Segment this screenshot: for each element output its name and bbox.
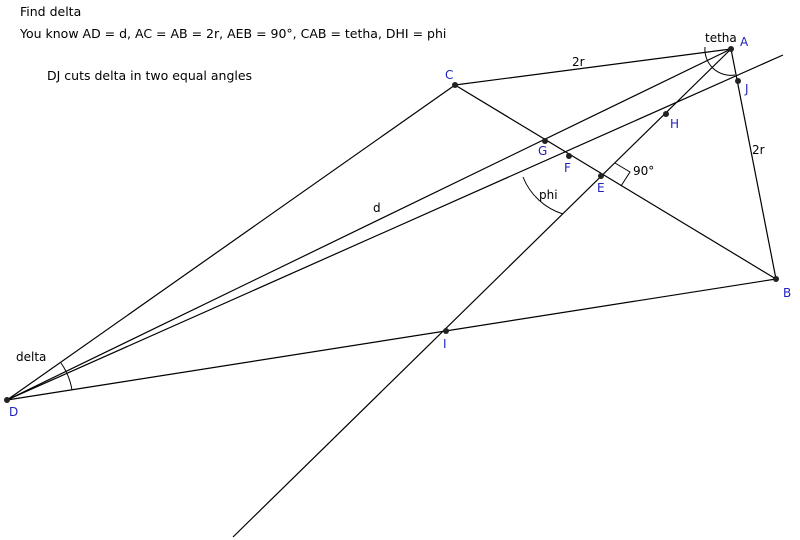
- label-ad-length: d: [373, 201, 381, 215]
- angle-mark-tetha: [704, 46, 736, 76]
- bisector-line-dj: [6, 54, 784, 401]
- point-j: [735, 78, 741, 84]
- point-b: [773, 276, 779, 282]
- point-g: [542, 138, 548, 144]
- point-i: [443, 328, 449, 334]
- point-e: [598, 173, 604, 179]
- label-point-i: I: [443, 337, 447, 351]
- label-point-j: J: [744, 82, 749, 96]
- label-angle-tetha: tetha: [705, 31, 737, 45]
- label-point-c: C: [445, 68, 453, 82]
- given-text: You know AD = d, AC = AB = 2r, AEB = 90°…: [20, 26, 447, 41]
- angle-mark-phi: [522, 176, 564, 215]
- angle-mark-delta: [60, 362, 73, 391]
- label-angle-90: 90°: [633, 164, 654, 178]
- segment-cb: [454, 84, 777, 280]
- point-a: [728, 46, 734, 52]
- label-point-b: B: [783, 286, 791, 300]
- segment-ca: [454, 48, 732, 86]
- label-point-g: G: [538, 144, 547, 158]
- label-ac-length: 2r: [572, 55, 585, 69]
- segment-dc: [6, 84, 456, 401]
- label-point-e: E: [597, 181, 605, 195]
- segment-ab: [730, 48, 777, 280]
- segment-da: [6, 48, 732, 401]
- label-point-h: H: [670, 117, 679, 131]
- right-angle-mark: [614, 162, 631, 187]
- label-point-f: F: [564, 161, 571, 175]
- label-point-d: D: [9, 405, 18, 419]
- point-h: [663, 111, 669, 117]
- label-ab-length: 2r: [752, 143, 765, 157]
- point-d: [4, 397, 10, 403]
- point-c: [452, 82, 458, 88]
- bisector-note: DJ cuts delta in two equal angles: [47, 68, 253, 83]
- point-f: [566, 153, 572, 159]
- line-ai: [232, 48, 732, 538]
- label-angle-phi: phi: [539, 188, 558, 202]
- problem-title: Find delta: [20, 4, 82, 19]
- label-point-a: A: [740, 35, 749, 49]
- label-angle-delta: delta: [16, 350, 46, 364]
- segment-db: [6, 278, 777, 401]
